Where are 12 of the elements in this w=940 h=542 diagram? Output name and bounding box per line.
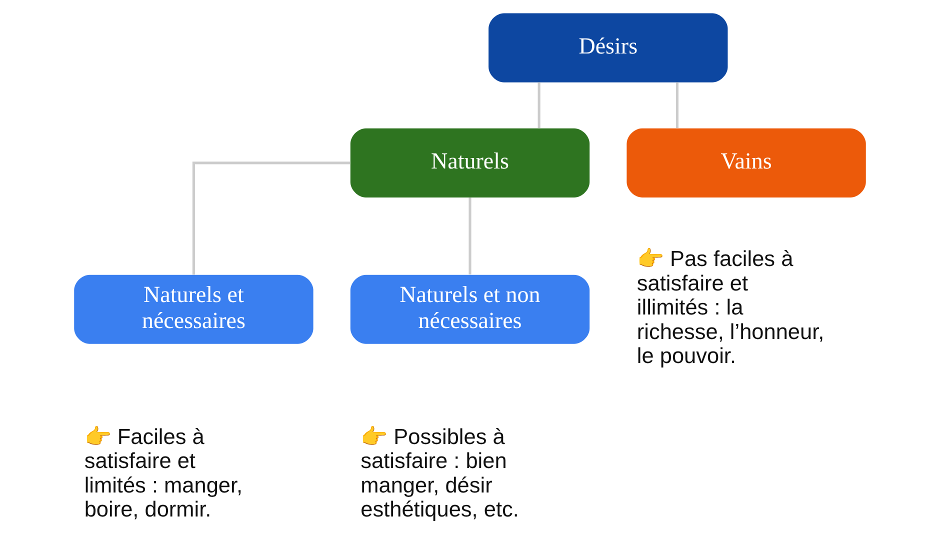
node-box: Naturels et nécessaires (74, 274, 314, 344)
connector (468, 198, 472, 274)
node-label: 👉 Faciles à satisfaire et limités : manger, boire, dormir. (84, 424, 243, 522)
node-box: Naturels (350, 128, 590, 198)
connector (676, 82, 678, 128)
connector (538, 82, 540, 128)
node-box: Naturels et non nécessaires (350, 274, 590, 344)
node-label: 👉 Pas faciles à satisfaire et illimités : la richesse, l’honneur, le pouvoir. (636, 246, 824, 368)
node-box: Vains (626, 128, 866, 198)
connector (192, 162, 350, 275)
node-box: Désirs (488, 13, 728, 82)
node-label: 👉 Possibles à satisfaire : bien manger, désir esthétiques, etc. (360, 424, 519, 522)
